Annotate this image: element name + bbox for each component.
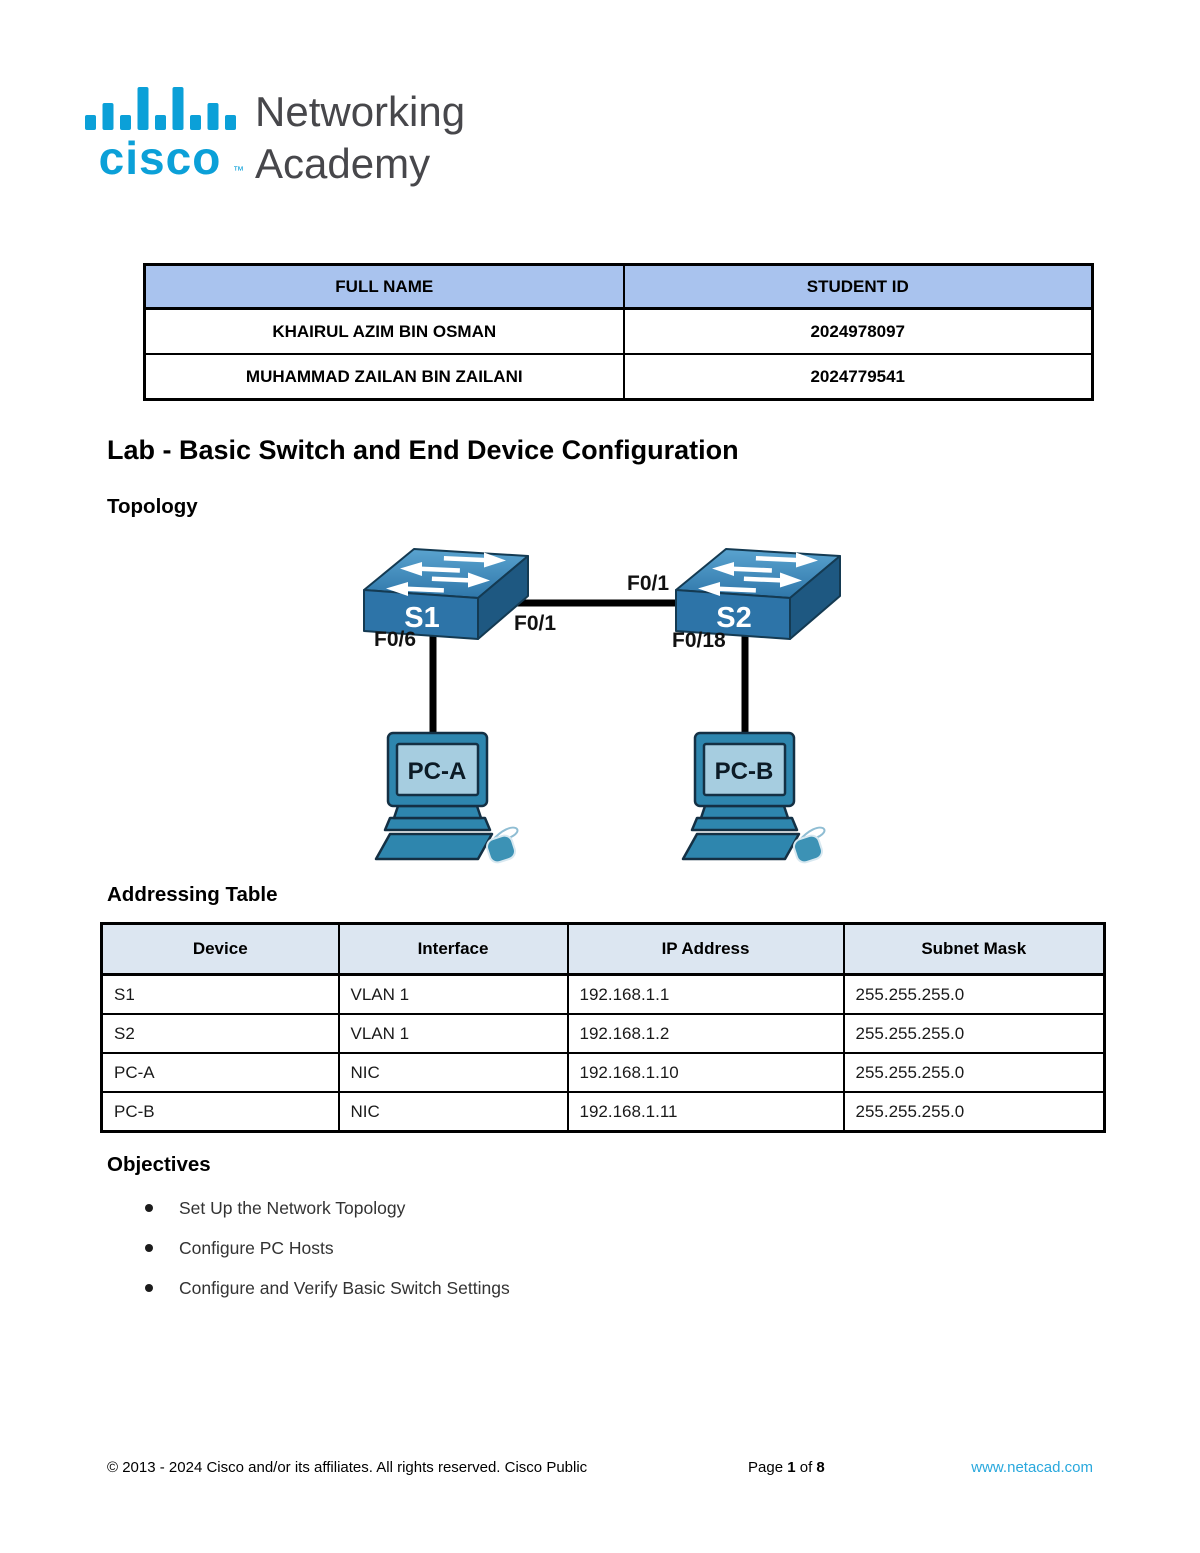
page-number: Page 1 of 8 [748, 1459, 825, 1476]
cell-ip: 192.168.1.2 [566, 1013, 845, 1054]
objectives-heading: Objectives [107, 1153, 211, 1176]
cables [429, 599, 749, 747]
cell-interface: NIC [337, 1052, 569, 1093]
objective-text: Configure PC Hosts [179, 1238, 334, 1258]
copyright-text: © 2013 - 2024 Cisco and/or its affiliate… [107, 1459, 588, 1476]
list-item: Set Up the Network Topology [145, 1198, 845, 1218]
port-label-s2-f018: F0/18 [672, 629, 726, 652]
cell-mask: 255.255.255.0 [842, 973, 1106, 1015]
cell-ip: 192.168.1.1 [566, 973, 845, 1015]
student-id: 2024779541 [622, 353, 1094, 401]
network-topology-diagram: S1 S2 PC-A PC-B F0/1 F0/1 F0/6 F0/18 [363, 548, 841, 866]
student-name: MUHAMMAD ZAILAN BIN ZAILANI [143, 353, 625, 401]
table-row: MUHAMMAD ZAILAN BIN ZAILANI 2024779541 [143, 353, 1094, 401]
netacad-link[interactable]: www.netacad.com [971, 1459, 1093, 1476]
table-row: S2 VLAN 1 192.168.1.2 255.255.255.0 [100, 1013, 1106, 1054]
student-id: 2024978097 [622, 307, 1094, 355]
page-number-value: 1 [787, 1459, 796, 1476]
pc-icon-pcb [681, 731, 826, 866]
header-ip-address: IP Address [566, 922, 845, 976]
table-row: PC-A NIC 192.168.1.10 255.255.255.0 [100, 1052, 1106, 1093]
cisco-wordmark: cisco [99, 132, 222, 184]
objective-text: Set Up the Network Topology [179, 1198, 406, 1218]
cell-device: S1 [100, 973, 340, 1015]
page-total-value: 8 [816, 1459, 825, 1476]
cell-device: S2 [100, 1013, 340, 1054]
cell-interface: NIC [337, 1091, 569, 1133]
switch-icon-s2 [675, 548, 841, 640]
page-label: Page [748, 1459, 784, 1476]
table-row: PC-B NIC 192.168.1.11 255.255.255.0 [100, 1091, 1106, 1133]
port-label-s1-f06: F0/6 [374, 628, 416, 651]
cisco-logo-bars [85, 87, 236, 130]
list-item: Configure PC Hosts [145, 1238, 845, 1258]
addressing-header-row: Device Interface IP Address Subnet Mask [100, 922, 1106, 976]
header-interface: Interface [337, 922, 569, 976]
table-row: KHAIRUL AZIM BIN OSMAN 2024978097 [143, 307, 1094, 355]
topology-heading: Topology [107, 495, 198, 518]
switch-icon-s1 [363, 548, 529, 640]
trademark-symbol: ™ [233, 165, 244, 177]
logo-line-networking: Networking [255, 88, 465, 135]
students-table-header-row: FULL NAME STUDENT ID [143, 263, 1094, 310]
cell-mask: 255.255.255.0 [842, 1091, 1106, 1133]
page-footer: © 2013 - 2024 Cisco and/or its affiliate… [0, 1459, 1200, 1483]
cell-device: PC-A [100, 1052, 340, 1093]
header-full-name: FULL NAME [143, 263, 625, 310]
cell-interface: VLAN 1 [337, 973, 569, 1015]
bullet-icon [145, 1244, 153, 1252]
cell-interface: VLAN 1 [337, 1013, 569, 1054]
logo-line-academy: Academy [255, 140, 430, 187]
addressing-table: Device Interface IP Address Subnet Mask … [100, 922, 1106, 1133]
list-item: Configure and Verify Basic Switch Settin… [145, 1278, 845, 1298]
port-label-s2-f01: F0/1 [627, 572, 669, 595]
bullet-icon [145, 1204, 153, 1212]
port-label-s1-f01: F0/1 [514, 612, 556, 635]
header-device: Device [100, 922, 340, 976]
students-table: FULL NAME STUDENT ID KHAIRUL AZIM BIN OS… [143, 263, 1094, 401]
objectives-list: Set Up the Network Topology Configure PC… [145, 1198, 845, 1318]
student-name: KHAIRUL AZIM BIN OSMAN [143, 307, 625, 355]
cell-ip: 192.168.1.11 [566, 1091, 845, 1133]
pc-label-pcb: PC-B [715, 758, 774, 785]
header-subnet-mask: Subnet Mask [842, 922, 1106, 976]
objective-text: Configure and Verify Basic Switch Settin… [179, 1278, 510, 1298]
of-label: of [799, 1459, 813, 1476]
cell-ip: 192.168.1.10 [566, 1052, 845, 1093]
page-title: Lab - Basic Switch and End Device Config… [107, 435, 739, 465]
pc-label-pca: PC-A [408, 758, 467, 785]
header-student-id: STUDENT ID [622, 263, 1094, 310]
bullet-icon [145, 1284, 153, 1292]
cisco-networking-academy-logo: cisco ™ Networking Academy [85, 87, 465, 187]
addressing-table-heading: Addressing Table [107, 883, 278, 906]
pc-icon-pca [374, 731, 519, 866]
switch-label-s1: S1 [404, 602, 439, 634]
table-row: S1 VLAN 1 192.168.1.1 255.255.255.0 [100, 973, 1106, 1015]
switch-label-s2: S2 [716, 602, 751, 634]
cell-mask: 255.255.255.0 [842, 1052, 1106, 1093]
cell-mask: 255.255.255.0 [842, 1013, 1106, 1054]
cell-device: PC-B [100, 1091, 340, 1133]
